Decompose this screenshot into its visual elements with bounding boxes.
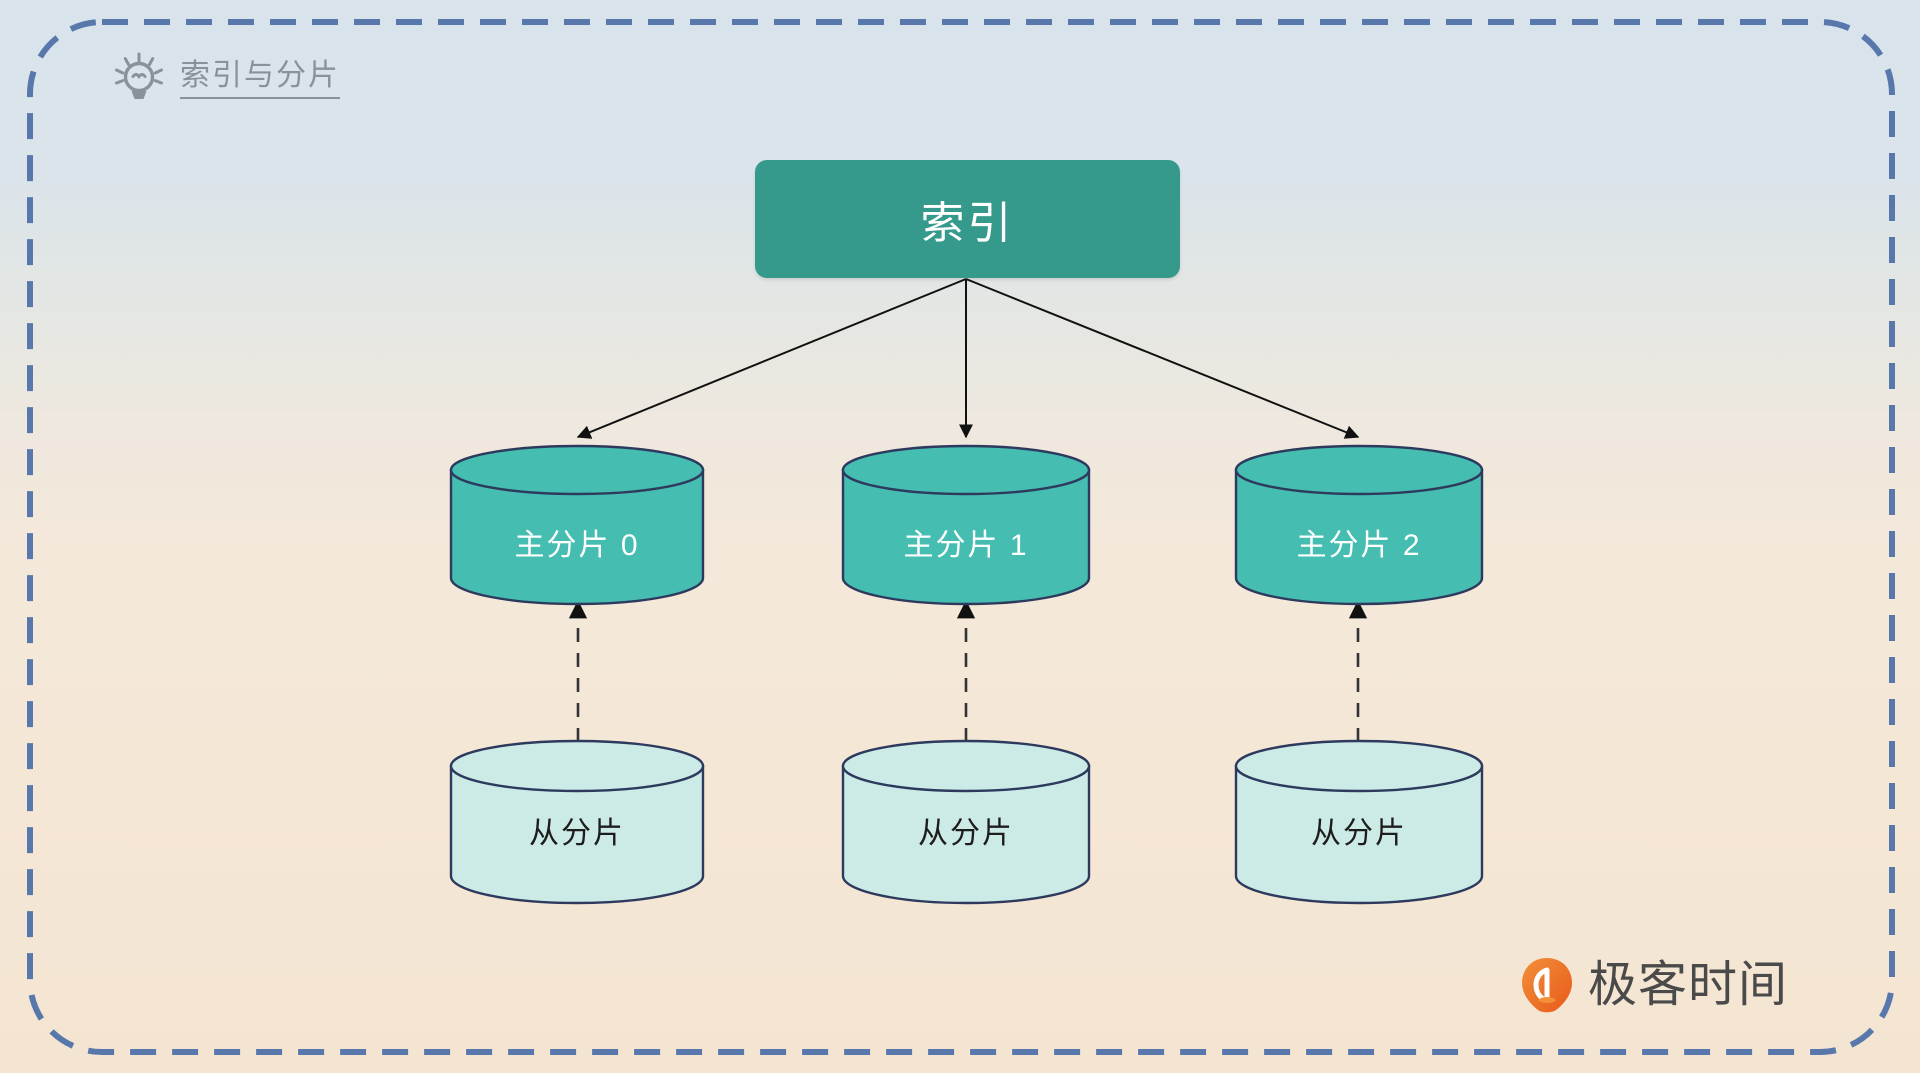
page-title: 索引与分片 bbox=[180, 59, 340, 99]
replica-shard-0-node[interactable]: 从分片 bbox=[448, 738, 706, 906]
geektime-logo-icon bbox=[1522, 958, 1572, 1013]
section-header: 索引与分片 bbox=[112, 52, 340, 106]
lightbulb-icon bbox=[115, 52, 163, 99]
index-node[interactable]: 索引 bbox=[755, 160, 1180, 278]
replica-shard-1-node[interactable]: 从分片 bbox=[840, 738, 1092, 906]
primary-shard-0-node[interactable]: 主分片 0 bbox=[448, 444, 706, 606]
brand-logo-text: 极客时间 bbox=[1588, 957, 1789, 1012]
primary-shard-2-node[interactable]: 主分片 2 bbox=[1233, 444, 1485, 606]
index-node-label: 索引 bbox=[920, 199, 1015, 248]
primary-shard-1-node[interactable]: 主分片 1 bbox=[840, 444, 1092, 606]
replica-shard-2-node[interactable]: 从分片 bbox=[1233, 738, 1485, 906]
edge-index-to-primary-2 bbox=[965, 278, 1360, 439]
edge-index-to-primary-0 bbox=[576, 278, 967, 439]
brand-logo: 极客时间 bbox=[1518, 956, 1788, 1014]
